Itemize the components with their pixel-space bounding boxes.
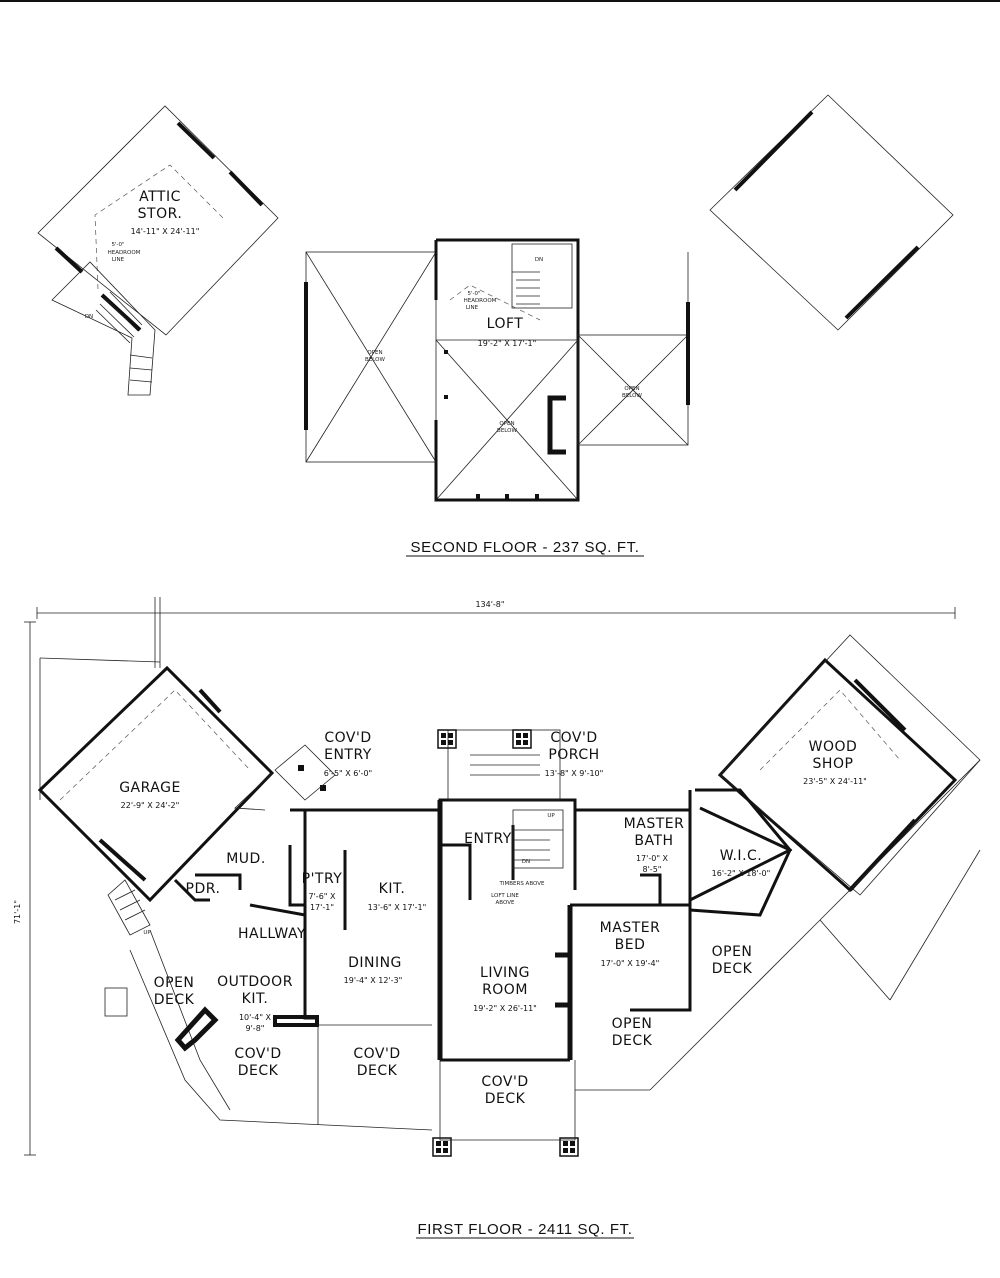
loft-headroom-note-2: HEADROOM	[464, 298, 497, 304]
covd-deck-front-name-1: COV'D	[481, 1074, 528, 1090]
entry-stair-dn: DN	[522, 859, 530, 865]
living-name-1: LIVING	[480, 965, 530, 981]
outdoor-kit-name-1: OUTDOOR	[217, 974, 293, 990]
master-bath-dimensions-2: 8'-5"	[643, 865, 662, 874]
covd-porch-dimensions: 13'-8" X 9'-10"	[545, 769, 604, 778]
loft-headroom-note-3: LINE	[466, 305, 479, 311]
master-bath-name-1: MASTER	[624, 816, 685, 832]
open-below-right-line1: OPEN	[624, 386, 639, 392]
garage-name: GARAGE	[119, 780, 181, 796]
covd-deck-left-name-2: DECK	[238, 1063, 279, 1079]
ptry-name: P'TRY	[302, 871, 343, 887]
wood-shop-name-1: WOOD	[809, 739, 858, 755]
loft-line-note-1: LOFT LINE	[491, 893, 519, 899]
dining-name: DINING	[348, 955, 402, 971]
loft-block	[434, 238, 580, 502]
loft-dimensions: 19'-2" X 17'-1"	[478, 339, 537, 348]
overall-depth-label: 71'-1"	[13, 900, 22, 924]
attic-headroom-note-1: 5'-0"	[111, 242, 124, 248]
attic-stair-label: DN	[85, 314, 93, 320]
covd-deck-mid-name-2: DECK	[357, 1063, 398, 1079]
entry-stair-up: UP	[547, 813, 555, 819]
open-deck-right-name-1: OPEN	[712, 944, 753, 960]
open-deck-left-name-2: DECK	[154, 992, 195, 1008]
covd-porch-name-2: PORCH	[548, 747, 599, 763]
pdr-name: PDR.	[186, 881, 221, 897]
wood-shop-roof	[709, 94, 954, 331]
kit-dimensions: 13'-6" X 17'-1"	[368, 903, 427, 912]
second-floor-title: SECOND FLOOR - 237 SQ. FT.	[411, 539, 640, 556]
loft-line-note-2: ABOVE	[496, 900, 515, 906]
kit-name: KIT.	[379, 881, 406, 897]
first-floor-title: FIRST FLOOR - 2411 SQ. FT.	[417, 1221, 632, 1238]
ptry-dimensions-1: 7'-6" X	[309, 892, 336, 901]
open-below-center-line1: OPEN	[499, 421, 514, 427]
covd-entry-name-1: COV'D	[324, 730, 371, 746]
dining-dimensions: 19'-4" X 12'-3"	[344, 976, 403, 985]
wood-shop-name-2: SHOP	[813, 756, 854, 772]
attic-headroom-note-2: HEADROOM	[108, 250, 141, 256]
garage-dimensions: 22'-9" X 24'-2"	[121, 801, 180, 810]
open-below-right-area	[577, 252, 690, 446]
wic-name: W.I.C.	[720, 848, 763, 864]
covd-deck-left-name-1: COV'D	[234, 1046, 281, 1062]
master-bed-name-1: MASTER	[600, 920, 661, 936]
open-deck-center-name-1: OPEN	[612, 1016, 653, 1032]
attic-name-line2: STOR.	[138, 206, 183, 222]
living-name-2: ROOM	[482, 982, 528, 998]
loft-name: LOFT	[487, 316, 524, 332]
entry-stairs	[447, 729, 564, 869]
open-below-left-area	[304, 251, 437, 463]
attic-headroom-note-3: LINE	[112, 257, 125, 263]
decks	[104, 879, 821, 1141]
outdoor-kit-dimensions-1: 10'-4" X	[239, 1013, 272, 1022]
attic-storage	[37, 105, 279, 396]
first-floor-plan: 134'-8" 71'-1"	[13, 597, 981, 1239]
wood-shop	[717, 634, 981, 1001]
master-bath-name-2: BATH	[634, 833, 673, 849]
covd-porch-name-1: COV'D	[550, 730, 597, 746]
master-bed-name-2: BED	[615, 937, 646, 953]
mud-name: MUD.	[226, 851, 266, 867]
porch-posts	[298, 729, 579, 1157]
outdoor-kit-name-2: KIT.	[242, 991, 269, 1007]
hallway-name: HALLWAY	[238, 926, 306, 942]
covered-entry-outline	[274, 744, 336, 801]
covd-entry-dimensions: 6'-5" X 6'-0"	[324, 769, 372, 778]
second-floor-plan: ATTIC STOR. 14'-11" X 24'-11" 5'-0" HEAD…	[37, 94, 954, 557]
entry-name: ENTRY	[464, 831, 512, 847]
living-dimensions: 19'-2" X 26'-11"	[473, 1004, 537, 1013]
master-bed-dimensions: 17'-0" X 19'-4"	[601, 959, 660, 968]
wood-shop-dimensions: 23'-5" X 24'-11"	[803, 777, 867, 786]
garage	[37, 665, 275, 903]
open-deck-center-name-2: DECK	[612, 1033, 653, 1049]
loft-stair-label: DN	[535, 257, 543, 263]
attic-name-line1: ATTIC	[139, 189, 181, 205]
master-bath-dimensions-1: 17'-0" X	[636, 854, 669, 863]
open-below-left-line2: BELOW	[365, 357, 385, 363]
covd-deck-mid-name-1: COV'D	[353, 1046, 400, 1062]
covd-deck-front-name-2: DECK	[485, 1091, 526, 1107]
deck-stair-up: UP	[143, 930, 151, 936]
attic-dimensions: 14'-11" X 24'-11"	[131, 227, 200, 236]
main-house-walls	[173, 788, 793, 1062]
open-deck-right-name-2: DECK	[712, 961, 753, 977]
open-below-right-line2: BELOW	[622, 393, 642, 399]
ptry-dimensions-2: 17'-1"	[310, 903, 334, 912]
open-deck-left-name-1: OPEN	[154, 975, 195, 991]
overall-width-label: 134'-8"	[475, 600, 504, 609]
wic-dimensions: 16'-2" X 18'-0"	[712, 869, 771, 878]
loft-headroom-note-1: 5'-0"	[467, 291, 480, 297]
covd-entry-name-2: ENTRY	[324, 747, 372, 763]
timbers-above-note: TIMBERS ABOVE	[499, 881, 545, 887]
open-below-left-line1: OPEN	[367, 350, 382, 356]
open-below-center-line2: BELOW	[497, 428, 517, 434]
outdoor-kit-dimensions-2: 9'-8"	[246, 1024, 265, 1033]
